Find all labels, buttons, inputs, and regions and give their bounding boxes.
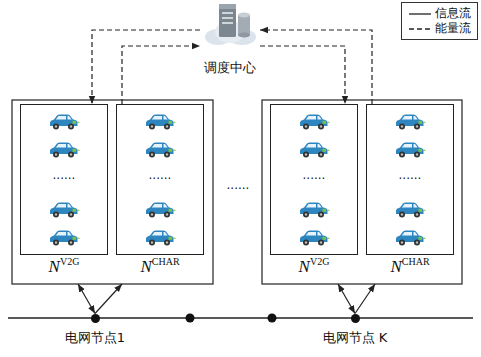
ellipsis-mark: ......	[116, 168, 204, 182]
ellipsis-mark: ......	[218, 178, 258, 192]
legend-sample	[408, 25, 432, 33]
dispatch-arrow	[92, 30, 200, 104]
grid-dot	[268, 314, 277, 323]
label-holder: ......	[218, 178, 258, 192]
ellipsis-mark: ......	[20, 168, 108, 182]
symbol-superscript: CHAR	[152, 256, 180, 267]
ev-fleet-box: NV2G......	[270, 104, 358, 280]
grid-dot	[91, 314, 100, 323]
label-holder: ......	[366, 168, 454, 182]
legend-row: 能量流	[408, 21, 471, 36]
node-label: 调度中心	[200, 59, 260, 77]
dispatch-arrow	[260, 46, 345, 104]
label-holder: ......	[270, 168, 358, 182]
grid-node: 电网节点1	[63, 314, 128, 347]
symbol-letter: N	[140, 257, 151, 276]
ellipsis-mark: ......	[366, 168, 454, 182]
symbol-superscript: V2G	[60, 256, 79, 267]
ev-fleet-box: NV2G......	[20, 104, 108, 280]
grid-node: 电网节点 K	[321, 314, 390, 347]
grid-arrow	[95, 284, 122, 314]
symbol-superscript: V2G	[310, 256, 329, 267]
fleet-label: NCHAR	[366, 256, 454, 277]
grid-arrow	[338, 284, 355, 314]
dispatch-arrow	[122, 46, 200, 104]
legend-sample	[408, 10, 432, 18]
grid-dot	[351, 314, 360, 323]
fleet-label: NV2G	[20, 256, 108, 277]
ev-fleet-box: NCHAR......	[116, 104, 204, 280]
ellipsis-mark: ......	[270, 168, 358, 182]
symbol-letter: N	[49, 257, 60, 276]
label-holder: ......	[20, 168, 108, 182]
legend-box: 信息流能量流	[401, 2, 478, 40]
ev-fleet-box: NCHAR......	[366, 104, 454, 280]
node-label: 电网节点 K	[321, 329, 390, 347]
label-holder: ......	[116, 168, 204, 182]
server-icon	[202, 1, 258, 47]
legend-text: 信息流	[435, 5, 471, 22]
grid-arrow	[355, 284, 375, 314]
dispatch-arrow	[260, 30, 372, 104]
fleet-label: NCHAR	[116, 256, 204, 277]
symbol-letter: N	[299, 257, 310, 276]
symbol-superscript: CHAR	[402, 256, 430, 267]
group-frame	[262, 100, 462, 284]
grid-arrow	[78, 284, 95, 314]
group-frame	[12, 100, 213, 284]
grid-dot	[186, 314, 195, 323]
node-label: 电网节点1	[63, 329, 128, 347]
legend-row: 信息流	[408, 6, 471, 21]
fleet-label: NV2G	[270, 256, 358, 277]
symbol-letter: N	[390, 257, 401, 276]
grid-bus-line	[8, 317, 473, 319]
dispatch-center: 调度中心	[200, 1, 260, 77]
legend-text: 能量流	[435, 20, 471, 37]
